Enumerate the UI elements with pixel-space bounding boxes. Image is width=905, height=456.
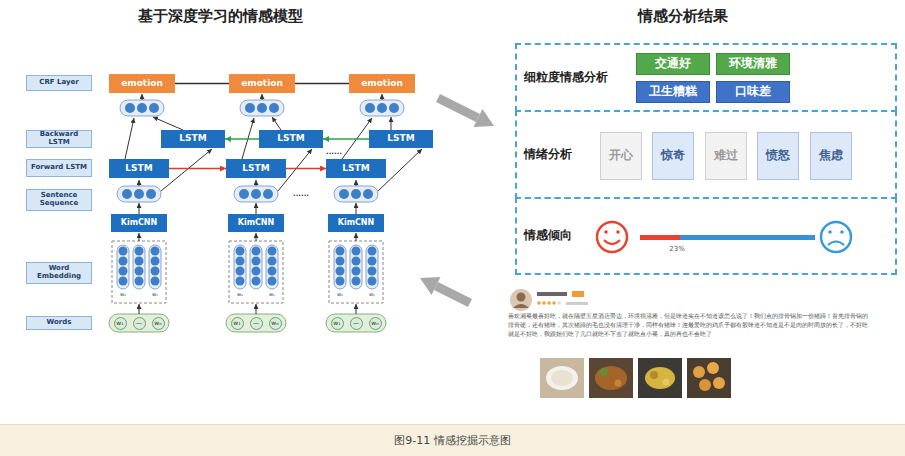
layer-label: Sentence Sequence xyxy=(26,189,92,211)
analysis-section: 情感倾向 xyxy=(515,197,897,275)
emotion-card: 焦虑 xyxy=(810,132,852,180)
connector xyxy=(175,83,229,85)
layer-label: Words xyxy=(26,316,92,330)
word-index: wₙ xyxy=(267,291,277,297)
analysis-section: 情绪分析 开心 惊奇 难过 愤怒 焦虑 xyxy=(515,110,897,199)
connector xyxy=(169,168,226,170)
aspect-tag: 口味差 xyxy=(716,81,790,103)
emotion-card: 惊奇 xyxy=(652,132,694,180)
node-text: emotion xyxy=(241,79,283,89)
node-text: CRF Layer xyxy=(39,79,78,87)
node-text: 开心 xyxy=(609,149,633,162)
emotion-card: 开心 xyxy=(600,132,642,180)
kimcnn-box: KimCNN xyxy=(111,214,167,232)
emotion-box: emotion xyxy=(349,74,415,93)
node-text: 难过 xyxy=(714,149,738,162)
panel-title: 基于深度学习的情感模型 xyxy=(90,7,350,25)
node-text: w₁ xyxy=(233,320,240,327)
node-text: 卫生糟糕 xyxy=(649,85,697,98)
word-circle: — xyxy=(133,317,146,330)
node-text: LSTM xyxy=(342,164,369,174)
emotion-box: emotion xyxy=(229,74,295,93)
word-circle: wₙ xyxy=(269,317,282,330)
word-index: w₁ xyxy=(335,291,345,297)
word-circle: w₁ xyxy=(114,317,127,330)
node-text: w₁ xyxy=(116,320,123,327)
connector xyxy=(295,83,349,85)
node-text: KimCNN xyxy=(238,219,275,228)
lstm-box: LSTM xyxy=(226,159,286,178)
word-circle: wₙ xyxy=(369,317,382,330)
node-text: Sentence Sequence xyxy=(29,192,89,207)
lstm-box: LSTM xyxy=(109,159,169,178)
layer-label: Forward LSTM xyxy=(26,159,92,177)
lstm-box: LSTM xyxy=(259,130,323,148)
node-text: wₙ xyxy=(371,320,378,327)
node-text: LSTM xyxy=(242,164,269,174)
node-text: wₙ xyxy=(271,320,278,327)
node-text: 焦虑 xyxy=(819,149,843,162)
node-text: 情感倾向 xyxy=(524,229,572,242)
layer-label: Word Embedding xyxy=(26,262,92,284)
node-text: Word Embedding xyxy=(29,265,89,280)
node-text: LSTM xyxy=(277,134,304,144)
analysis-section: 细粒度情感分析 交通好 环境清雅卫生糟糕 口味差 xyxy=(515,43,897,112)
node-text: emotion xyxy=(361,79,403,89)
connector xyxy=(286,168,326,170)
node-text: — xyxy=(136,320,142,327)
aspect-tag: 环境清雅 xyxy=(716,53,790,75)
emotion-card: 愤怒 xyxy=(757,132,799,180)
ellipsis: ...... xyxy=(326,148,346,156)
node-text: 愤怒 xyxy=(766,149,790,162)
lstm-box: LSTM xyxy=(161,130,225,148)
node-text: w₁ xyxy=(333,320,340,327)
word-circle: w₁ xyxy=(231,317,244,330)
node-text: LSTM xyxy=(387,134,414,144)
lstm-box: LSTM xyxy=(326,159,386,178)
node-text: LSTM xyxy=(125,164,152,174)
node-text: — xyxy=(353,320,359,327)
node-text: 惊奇 xyxy=(661,149,685,162)
emotion-card: 难过 xyxy=(705,132,747,180)
node-text: 交通好 xyxy=(655,57,691,70)
ellipsis: ...... xyxy=(293,190,317,198)
node-text: Backward LSTM xyxy=(29,131,89,146)
word-index: w₁ xyxy=(235,291,245,297)
word-circle: — xyxy=(350,317,363,330)
figure-caption: 图9-11 情感挖掘示意图 xyxy=(0,433,905,448)
node-text: Forward LSTM xyxy=(31,164,87,172)
node-text: KimCNN xyxy=(121,219,158,228)
node-text: KimCNN xyxy=(338,219,375,228)
lstm-box: LSTM xyxy=(369,130,433,148)
word-circle: w₁ xyxy=(331,317,344,330)
node-text: 环境清雅 xyxy=(729,57,777,70)
node-text: LSTM xyxy=(179,134,206,144)
node-text: — xyxy=(253,320,259,327)
layer-label: Backward LSTM xyxy=(26,130,92,148)
node-text: emotion xyxy=(121,79,163,89)
word-circle: — xyxy=(250,317,263,330)
emotion-box: emotion xyxy=(109,74,175,93)
aspect-tag: 交通好 xyxy=(636,53,710,75)
word-index: wₙ xyxy=(150,291,160,297)
node-text: Words xyxy=(47,319,72,327)
node-text: 情绪分析 xyxy=(524,148,572,161)
node-text: 细粒度情感分析 xyxy=(524,71,608,84)
node-text: 口味差 xyxy=(735,85,771,98)
aspect-tag: 卫生糟糕 xyxy=(636,81,710,103)
word-index: wₙ xyxy=(367,291,377,297)
kimcnn-box: KimCNN xyxy=(228,214,284,232)
connector xyxy=(323,138,369,140)
node-text: wₙ xyxy=(154,320,161,327)
layer-label: CRF Layer xyxy=(26,75,92,91)
kimcnn-box: KimCNN xyxy=(328,214,384,232)
review-text: 喜欢湘菜最喜好吃，就在隔壁五星酒店旁边，环境很清雅，但是味道实在不知道该怎么说了… xyxy=(508,311,872,338)
connector xyxy=(225,138,259,140)
word-index: w₁ xyxy=(118,291,128,297)
word-circle: wₙ xyxy=(152,317,165,330)
panel-title: 情感分析结果 xyxy=(583,7,783,25)
percent-value: 23% xyxy=(662,245,692,253)
